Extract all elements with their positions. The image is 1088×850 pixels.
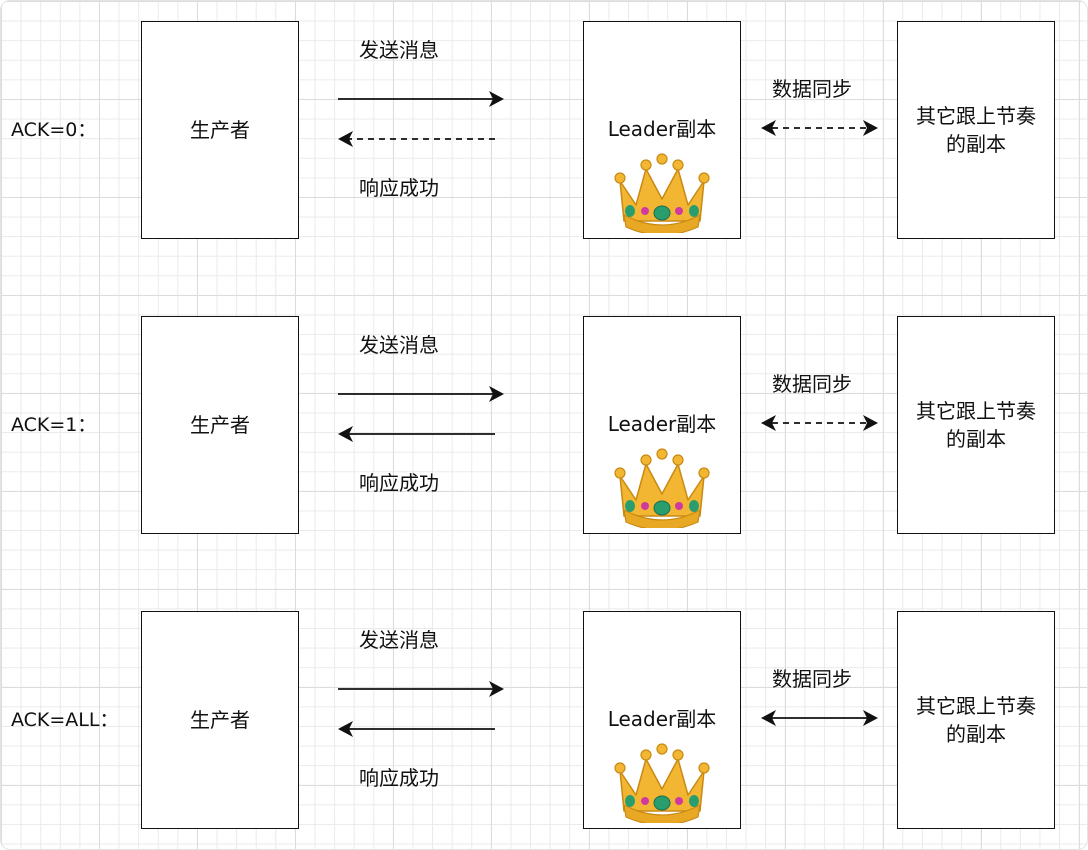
- crown-tip: [672, 454, 684, 466]
- follower-replica-label-line2: 的副本: [946, 132, 1006, 156]
- response-arrow-head: [338, 131, 353, 147]
- follower-replica-label-line1: 其它跟上节奏: [916, 399, 1036, 423]
- crown-tip: [698, 467, 710, 479]
- data-sync-label: 数据同步: [772, 77, 852, 101]
- crown-gem-pink-right: [675, 797, 683, 805]
- crown-tip: [656, 448, 668, 460]
- crown-icon: [614, 153, 710, 233]
- crown-gem-right: [689, 205, 699, 217]
- crown-gem-center: [653, 795, 671, 811]
- response-success-label: 响应成功: [359, 176, 439, 200]
- crown-gem-right: [689, 795, 699, 807]
- crown-gem-center: [653, 205, 671, 221]
- sync-arrow-head-left: [761, 120, 776, 136]
- leader-replica-label: Leader副本: [607, 412, 717, 436]
- data-sync-label: 数据同步: [772, 667, 852, 691]
- crown-gem-left: [625, 500, 635, 512]
- ack-row: ACK=1： 生产者 发送消息 响应成功 Leader副本 数据同步 其它跟上节…: [1, 296, 1087, 546]
- follower-replica-box: 其它跟上节奏 的副本: [897, 611, 1055, 829]
- producer-box: 生产者: [141, 316, 299, 534]
- leader-replica-box: Leader副本: [583, 611, 741, 829]
- crown-body: [619, 758, 705, 812]
- response-success-label: 响应成功: [359, 471, 439, 495]
- crown-gem-right: [689, 500, 699, 512]
- crown-gem-center: [653, 500, 671, 516]
- producer-box: 生产者: [141, 21, 299, 239]
- row-arrows: [338, 386, 878, 442]
- leader-replica-box: Leader副本: [583, 316, 741, 534]
- response-success-label: 响应成功: [359, 766, 439, 790]
- producer-label: 生产者: [190, 708, 250, 732]
- crown-gem-pink-right: [675, 502, 683, 510]
- crown-gem-pink-right: [675, 207, 683, 215]
- follower-replica-label-line1: 其它跟上节奏: [916, 104, 1036, 128]
- crown-tip: [698, 172, 710, 184]
- crown-body: [619, 463, 705, 517]
- crown-body: [619, 168, 705, 222]
- crown-tip: [640, 454, 652, 466]
- crown-tip: [672, 749, 684, 761]
- response-arrow-head: [338, 721, 353, 737]
- crown-icon: [614, 743, 710, 823]
- producer-label: 生产者: [190, 413, 250, 437]
- crown-band: [623, 803, 701, 823]
- crown-gem-pink-left: [641, 207, 649, 215]
- ack-row: ACK=0： 生产者 发送消息 响应成功 Leader副本 数据同步 其它跟上节…: [1, 1, 1087, 251]
- crown-gem-pink-left: [641, 797, 649, 805]
- leader-replica-box: Leader副本: [583, 21, 741, 239]
- row-arrows: [338, 91, 878, 147]
- response-arrow-head: [338, 426, 353, 442]
- crown-tip: [640, 749, 652, 761]
- crown-tip: [698, 762, 710, 774]
- sync-arrow-head-right: [863, 120, 878, 136]
- ack-row: ACK=ALL： 生产者 发送消息 响应成功 Leader副本 数据同步 其它跟…: [1, 591, 1087, 841]
- sync-arrow-head-right: [863, 710, 878, 726]
- follower-replica-box: 其它跟上节奏 的副本: [897, 316, 1055, 534]
- follower-replica-label-line1: 其它跟上节奏: [916, 694, 1036, 718]
- send-arrow-head: [489, 681, 504, 697]
- crown-tip: [640, 159, 652, 171]
- crown-tip: [672, 159, 684, 171]
- crown-gem-pink-left: [641, 502, 649, 510]
- producer-box: 生产者: [141, 611, 299, 829]
- crown-tip: [614, 467, 626, 479]
- send-message-label: 发送消息: [359, 628, 439, 652]
- crown-band: [623, 508, 701, 528]
- send-message-label: 发送消息: [359, 333, 439, 357]
- follower-replica-box: 其它跟上节奏 的副本: [897, 21, 1055, 239]
- crown-gem-left: [625, 795, 635, 807]
- send-message-label: 发送消息: [359, 38, 439, 62]
- sync-arrow-head-left: [761, 415, 776, 431]
- sync-arrow-head-right: [863, 415, 878, 431]
- ack-label: ACK=1：: [11, 414, 97, 436]
- follower-replica-label-line2: 的副本: [946, 722, 1006, 746]
- crown-tip: [614, 762, 626, 774]
- send-arrow-head: [489, 386, 504, 402]
- producer-label: 生产者: [190, 118, 250, 142]
- crown-tip: [656, 743, 668, 755]
- crown-icon: [614, 448, 710, 528]
- sync-arrow-head-left: [761, 710, 776, 726]
- leader-replica-label: Leader副本: [607, 707, 717, 731]
- crown-gem-left: [625, 205, 635, 217]
- follower-replica-label-line2: 的副本: [946, 427, 1006, 451]
- ack-label: ACK=0：: [11, 119, 97, 141]
- leader-replica-label: Leader副本: [607, 117, 717, 141]
- crown-tip: [656, 153, 668, 165]
- send-arrow-head: [489, 91, 504, 107]
- crown-band: [623, 213, 701, 233]
- row-arrows: [338, 681, 878, 737]
- ack-label: ACK=ALL：: [11, 709, 119, 731]
- crown-tip: [614, 172, 626, 184]
- data-sync-label: 数据同步: [772, 372, 852, 396]
